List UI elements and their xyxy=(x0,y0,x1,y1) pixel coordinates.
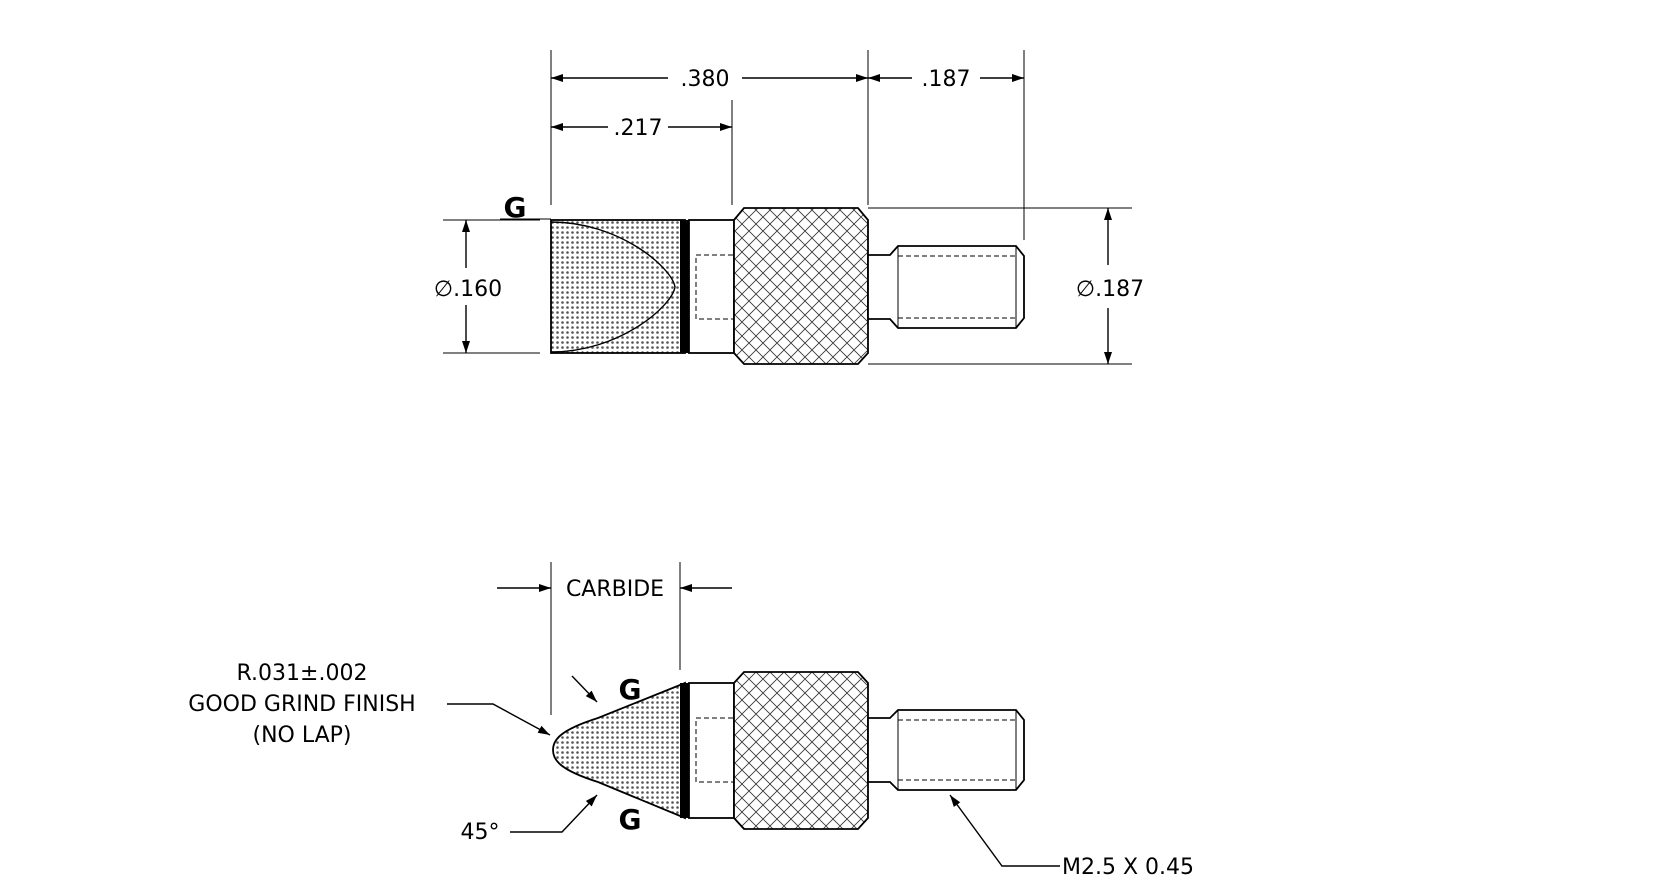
bottom-view: CARBIDE R.031±.002 GOOD GRIND FINISH (NO… xyxy=(188,562,1194,880)
tip-profile-curve xyxy=(550,221,676,353)
thread-leader xyxy=(949,794,1060,867)
braze-band-bottom xyxy=(680,683,689,818)
thread-callout: M2.5 X 0.45 xyxy=(1062,855,1194,880)
radius-note: R.031±.002 xyxy=(237,661,368,686)
neck-bottom xyxy=(688,682,735,819)
braze-band xyxy=(680,220,689,353)
conical-carbide-tip xyxy=(552,681,686,820)
lap-note: (NO LAP) xyxy=(252,723,351,748)
dim-body-diameter: ∅.187 xyxy=(1076,277,1144,302)
carbide-label: CARBIDE xyxy=(566,577,664,602)
angle-leader-top xyxy=(571,675,598,703)
threaded-shank-bottom xyxy=(867,709,1025,791)
dim-carbide: .217 xyxy=(614,116,663,141)
finish-note: GOOD GRIND FINISH xyxy=(188,692,415,717)
angle-label: 45° xyxy=(461,820,500,845)
top-view: .380 .187 .217 G ∅.160 ∅.187 xyxy=(434,50,1144,365)
knurled-body-bottom xyxy=(733,671,869,830)
dim-tip-diameter: ∅.160 xyxy=(434,277,502,302)
carbide-tip xyxy=(550,219,686,354)
knurled-body xyxy=(733,207,869,365)
grind-mark-top: G xyxy=(619,673,642,706)
angle-leader-bottom xyxy=(510,794,598,833)
dim-thread-length: .187 xyxy=(922,67,971,92)
grind-mark-bottom: G xyxy=(619,803,642,836)
dim-overall: .380 xyxy=(681,67,730,92)
radius-leader xyxy=(447,703,551,736)
threaded-shank xyxy=(867,245,1025,329)
grind-mark: G xyxy=(504,191,527,224)
